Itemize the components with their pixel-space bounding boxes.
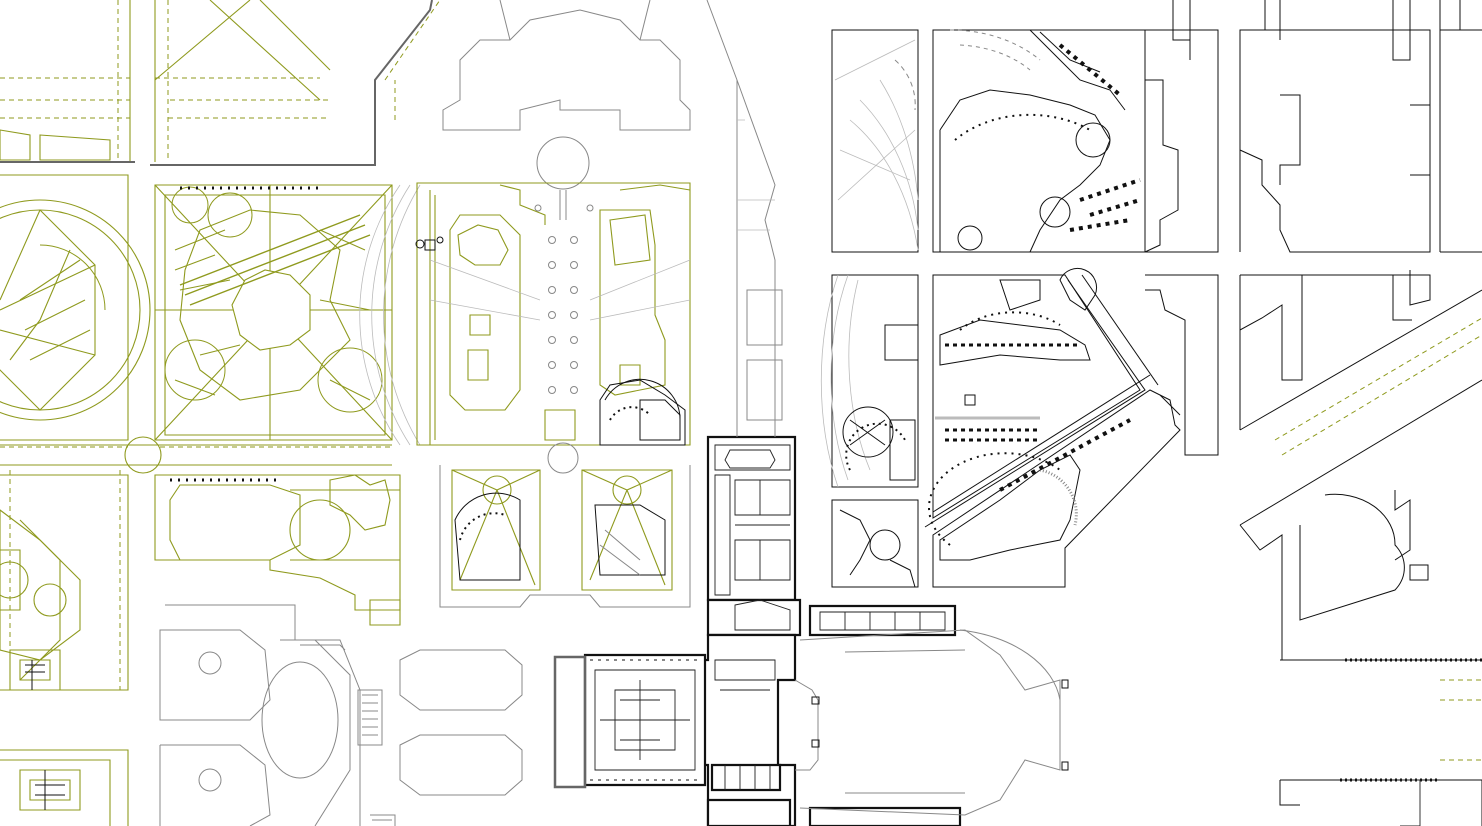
north-grey-blocks	[706, 0, 783, 437]
forecourt	[794, 629, 1069, 816]
formal-gardens-left	[0, 0, 441, 826]
town-blocks-right	[1144, 0, 1482, 826]
grey-parterres	[159, 604, 523, 826]
fountain-dots	[534, 204, 594, 394]
central-parterre	[415, 0, 691, 608]
palace-building	[553, 435, 962, 826]
town-blocks-center	[820, 29, 1181, 588]
